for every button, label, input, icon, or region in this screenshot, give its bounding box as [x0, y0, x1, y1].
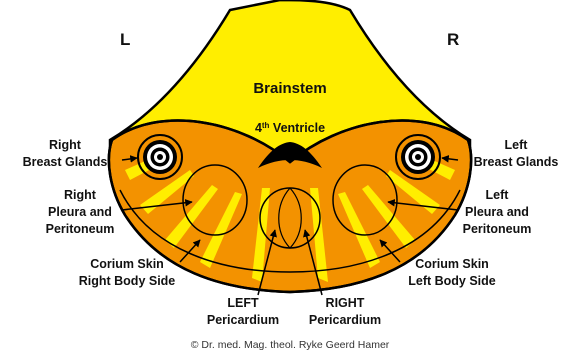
right-pleura-label-line1: Right	[64, 188, 97, 202]
corium-right-label-line1: Corium Skin	[90, 257, 164, 271]
corium-left-label-line1: Corium Skin	[415, 257, 489, 271]
left-side-letter: L	[120, 30, 130, 49]
left-pleura-label-line1: Left	[486, 188, 510, 202]
pericardium-left-label-line2: Pericardium	[207, 313, 279, 327]
left-pleura-label-line3: Peritoneum	[463, 222, 532, 236]
pericardium-left-label-line1: LEFT	[227, 296, 259, 310]
right-pleura-label-line3: Peritoneum	[46, 222, 115, 236]
right-pleura-label-line2: Pleura and	[48, 205, 112, 219]
corium-left-label-line2: Left Body Side	[408, 274, 496, 288]
left-breast-label-line1: Left	[505, 138, 529, 152]
left-pleura-label-line2: Pleura and	[465, 205, 529, 219]
right-breast-label-line1: Right	[49, 138, 82, 152]
left-breast-target-icon	[396, 135, 440, 179]
right-breast-target-icon	[138, 135, 182, 179]
left-breast-label-line2: Breast Glands	[474, 155, 559, 169]
right-side-letter: R	[447, 30, 459, 49]
corium-right-label-line2: Right Body Side	[79, 274, 176, 288]
copyright-notice: © Dr. med. Mag. theol. Ryke Geerd Hamer	[191, 339, 390, 351]
right-breast-label-line2: Breast Glands	[23, 155, 108, 169]
brainstem-label: Brainstem	[253, 80, 326, 97]
pericardium-right-label-line1: RIGHT	[326, 296, 365, 310]
pericardium-right-label-line2: Pericardium	[309, 313, 381, 327]
